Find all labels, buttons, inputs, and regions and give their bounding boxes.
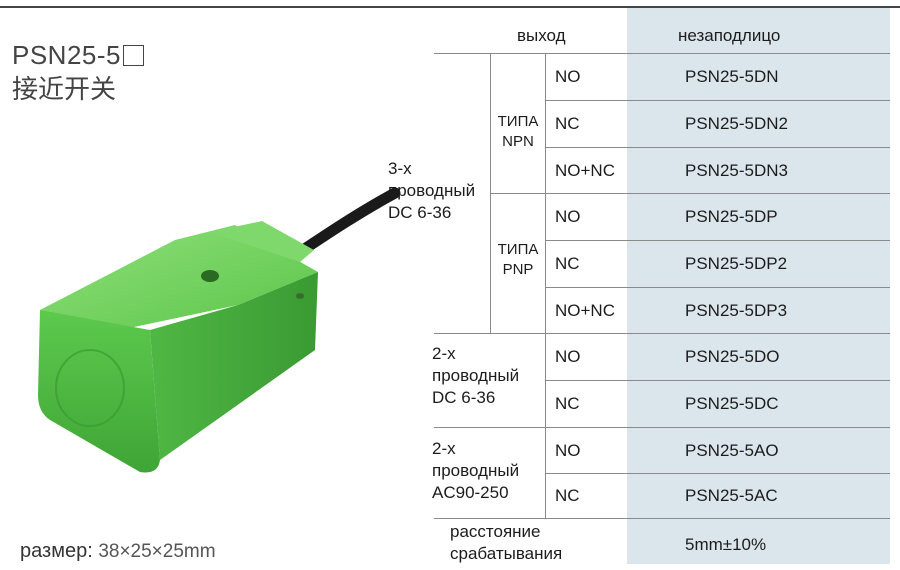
contact-type: NO	[555, 207, 581, 226]
rule	[490, 53, 491, 333]
sensing-face-marking	[55, 349, 125, 427]
type-npn: ТИПА NPN	[497, 113, 539, 150]
type-pnp: ТИПА PNP	[497, 241, 539, 278]
model-code: PSN25-5DN	[685, 67, 779, 86]
contact-type: NC	[555, 394, 580, 413]
model-code: PSN25-5AC	[685, 486, 778, 505]
contact-type: NC	[555, 254, 580, 273]
top-rule	[0, 6, 900, 8]
rule	[490, 193, 890, 194]
rule	[434, 518, 890, 519]
screw-hole	[296, 293, 304, 299]
page-title: PSN25-5	[12, 40, 144, 70]
rule	[545, 53, 546, 518]
group-2wire-ac: 2-х проводный AC90-250	[432, 439, 520, 502]
model-code: PSN25-5DP2	[685, 254, 788, 273]
dimensions-label: размер:	[20, 540, 93, 562]
model-column-shade	[627, 8, 890, 564]
sensing-distance-label: расстояние срабатывания	[450, 522, 563, 563]
contact-type: NO	[555, 441, 581, 460]
sensing-distance-value: 5mm±10%	[685, 535, 767, 554]
model-code: PSN25-5AO	[685, 441, 779, 460]
contact-type: NC	[555, 114, 580, 133]
model-code: PSN25-5DN3	[685, 161, 788, 180]
contact-type: NO+NC	[555, 301, 615, 320]
rule	[545, 473, 890, 474]
contact-type: NC	[555, 486, 580, 505]
sensor-front-face	[38, 310, 160, 473]
model-code: PSN25-5DN2	[685, 114, 788, 133]
cable	[294, 187, 401, 258]
model-code: PSN25-5DP3	[685, 301, 788, 320]
rule	[545, 147, 890, 148]
model-code: PSN25-5DP	[685, 207, 778, 226]
sensor-top-face	[40, 225, 318, 330]
page-subtitle: 接近开关	[12, 74, 117, 104]
model-code: PSN25-5DC	[685, 394, 779, 413]
header-output: выход	[517, 26, 566, 45]
rule	[545, 287, 890, 288]
rule	[545, 380, 890, 381]
rule	[545, 240, 890, 241]
contact-type: NO	[555, 347, 581, 366]
rule	[545, 100, 890, 101]
dimensions-value: 38×25×25mm	[98, 541, 216, 562]
placeholder-box	[123, 45, 144, 66]
rule	[434, 333, 890, 334]
mounting-tab	[210, 221, 314, 262]
contact-type: NO	[555, 67, 581, 86]
led-indicator	[201, 270, 219, 282]
dimensions: размер: 38×25×25mm	[20, 540, 216, 563]
rule	[434, 53, 890, 54]
header-flush: незаподлицо	[678, 26, 781, 45]
contact-type: NO+NC	[555, 161, 615, 180]
rule	[434, 427, 890, 428]
group-2wire-dc: 2-х проводный DC 6-36	[432, 344, 520, 407]
model-series: PSN25-5	[12, 40, 121, 70]
model-code: PSN25-5DO	[685, 347, 780, 366]
sensor-illustration	[38, 187, 401, 473]
sensor-side-face	[150, 272, 318, 460]
group-3wire-dc: 3-х проводный DC 6-36	[388, 159, 476, 222]
